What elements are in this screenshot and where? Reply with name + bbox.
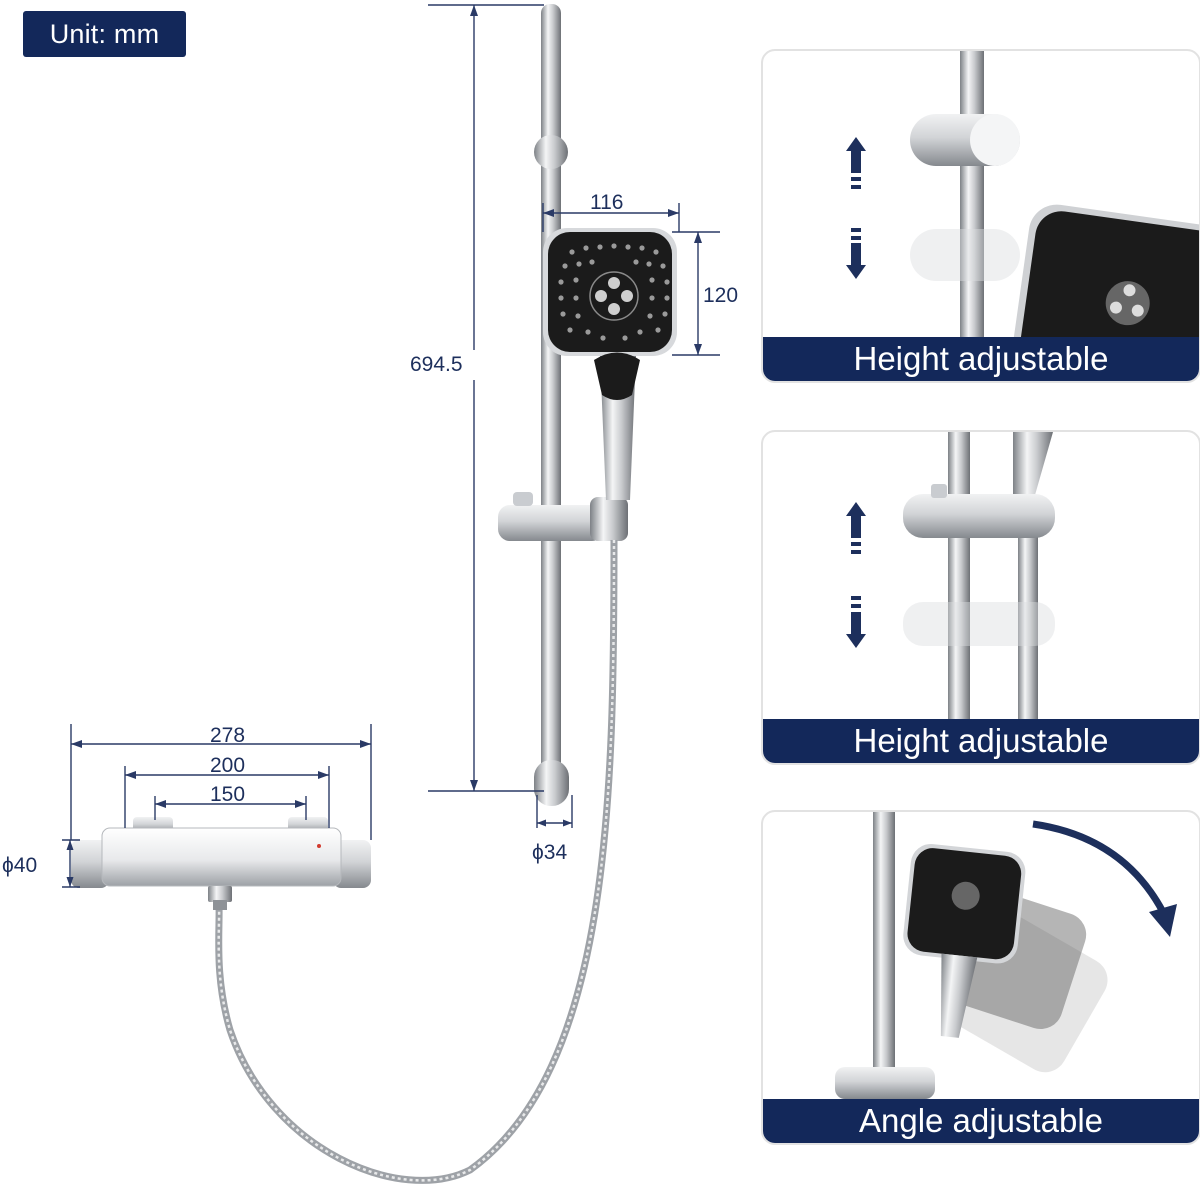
dimension-lines: [62, 4, 720, 888]
dim-outlet-spacing-inner: 150: [210, 783, 246, 806]
feature-panel-height-2: Height adjustable: [761, 430, 1200, 765]
valve-right-knob: [333, 840, 371, 888]
shower-face: [548, 232, 672, 352]
slider-bracket-ghost: [910, 229, 1020, 281]
curved-arrow-icon: [1032, 820, 1177, 937]
dim-valve-length: 278: [210, 724, 246, 747]
dim-valve-diameter: ϕ40: [2, 854, 38, 877]
feature-panel-height-1: Height adjustable: [761, 49, 1200, 383]
slider-bracket: [498, 492, 628, 541]
slider-bracket-ghost: [903, 602, 1055, 646]
up-down-arrows-icon: [846, 137, 866, 279]
slider-bracket-top: [903, 494, 1055, 538]
panel-caption-3: Angle adjustable: [763, 1099, 1199, 1143]
panel-caption-1: Height adjustable: [763, 337, 1199, 381]
panel-caption-2: Height adjustable: [763, 719, 1199, 763]
dim-outlet-spacing-outer: 200: [210, 754, 246, 777]
up-down-arrows-icon: [846, 502, 866, 648]
dim-rail-length: 694.5: [410, 353, 463, 376]
dim-rail-diameter: ϕ34: [532, 841, 568, 864]
valve-left-knob: [71, 840, 109, 888]
unit-label: Unit: mm: [49, 18, 160, 49]
dim-shower-head-width: 116: [590, 191, 624, 214]
rail-bottom-bracket: [534, 760, 569, 806]
shower-nozzles: [558, 243, 670, 341]
unit-badge: Unit: mm: [23, 11, 186, 57]
rail-top-bracket: [534, 135, 568, 169]
hand-shower: [543, 228, 677, 500]
slide-rail: [534, 4, 569, 806]
feature-panel-angle: Angle adjustable: [761, 810, 1200, 1145]
valve-outlet: [208, 886, 232, 902]
dim-shower-head-height: 120: [703, 284, 739, 307]
thermostatic-valve: [71, 817, 371, 910]
slider-bracket: [835, 1067, 935, 1099]
